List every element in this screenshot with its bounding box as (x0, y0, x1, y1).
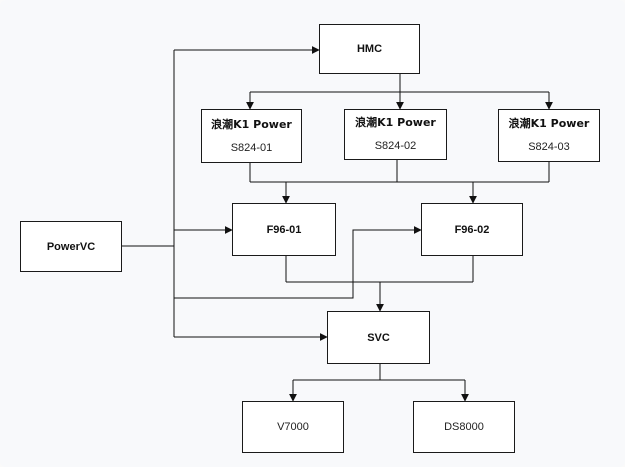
node-ds8000-label: DS8000 (444, 421, 484, 433)
node-server-s824-01-model: 浪潮K1 Power (211, 117, 292, 131)
node-v7000-label: V7000 (277, 421, 309, 433)
node-powervc-label: PowerVC (46, 240, 96, 253)
node-server-s824-02-id: S824-02 (374, 140, 417, 152)
node-server-s824-01[interactable]: 浪潮K1 Power S824-01 (201, 109, 302, 163)
node-server-s824-03-model: 浪潮K1 Power (508, 117, 590, 130)
node-server-s824-03[interactable]: 浪潮K1 Power S824-03 (498, 109, 600, 162)
node-svc[interactable]: SVC (327, 311, 430, 364)
node-f96-02[interactable]: F96-02 (421, 203, 523, 256)
edge-powervc-f96-02 (174, 226, 422, 299)
node-server-s824-02-model: 浪潮K1 Power (355, 116, 436, 129)
node-ds8000[interactable]: DS8000 (413, 401, 515, 453)
node-v7000[interactable]: V7000 (242, 401, 344, 453)
node-hmc[interactable]: HMC (319, 24, 420, 74)
node-hmc-label: HMC (356, 43, 383, 55)
node-f96-01[interactable]: F96-01 (232, 203, 336, 256)
node-svc-label: SVC (367, 331, 390, 344)
node-f96-01-label: F96-01 (266, 223, 302, 236)
node-server-s824-03-id: S824-03 (528, 141, 570, 153)
node-server-s824-02[interactable]: 浪潮K1 Power S824-02 (344, 109, 447, 160)
node-server-s824-01-id: S824-01 (230, 141, 273, 154)
node-f96-02-label: F96-02 (454, 223, 490, 236)
node-powervc[interactable]: PowerVC (20, 221, 122, 272)
